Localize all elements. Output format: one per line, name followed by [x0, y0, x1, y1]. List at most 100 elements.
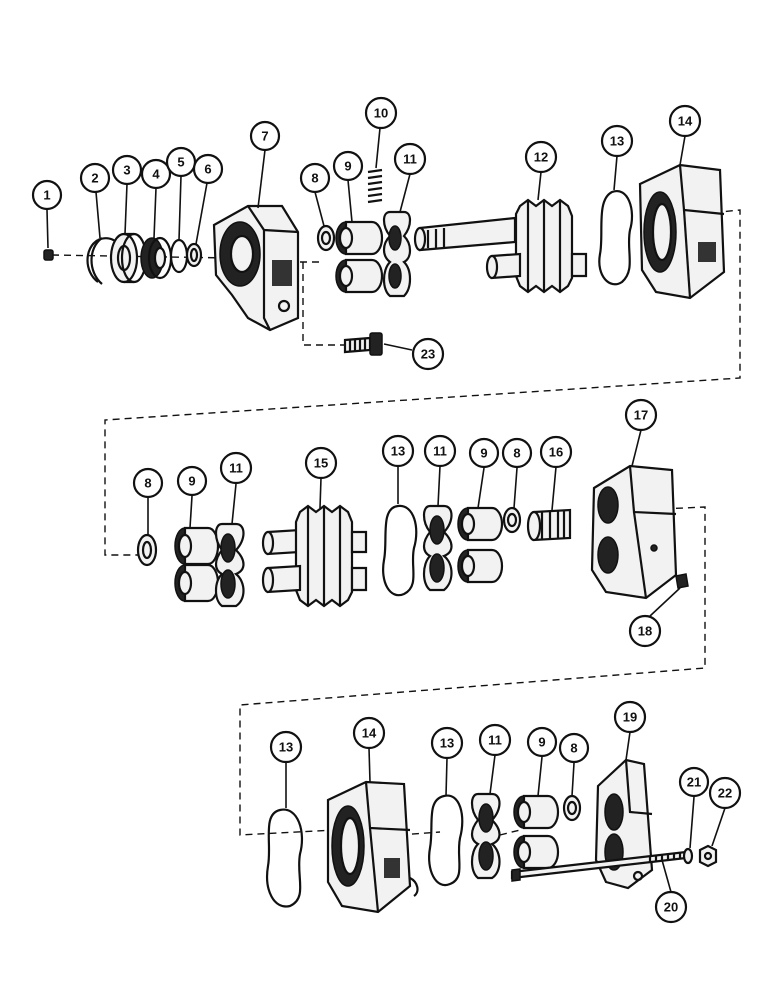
svg-text:9: 9 — [188, 474, 195, 489]
wear-plate-11c — [422, 504, 453, 592]
bolt-23 — [343, 332, 383, 356]
svg-text:18: 18 — [638, 624, 652, 639]
gasket-13c — [266, 808, 304, 908]
gasket-13d — [428, 794, 464, 887]
callout-11d: 11 — [478, 723, 512, 757]
svg-text:17: 17 — [634, 408, 648, 423]
callout-2: 2 — [79, 162, 111, 194]
bearing-3 — [109, 232, 148, 284]
wear-plate-11b — [214, 522, 245, 608]
bushings-9c — [457, 506, 504, 584]
callout-9b: 9 — [176, 465, 208, 497]
svg-text:21: 21 — [687, 775, 701, 790]
svg-text:9: 9 — [538, 735, 545, 750]
callout-12: 12 — [524, 140, 558, 174]
svg-text:14: 14 — [678, 114, 693, 129]
svg-text:11: 11 — [229, 461, 243, 476]
svg-text:7: 7 — [261, 129, 268, 144]
callout-1: 1 — [31, 179, 63, 211]
svg-text:4: 4 — [152, 167, 160, 182]
svg-text:10: 10 — [374, 106, 388, 121]
wear-plate-11a — [382, 210, 412, 298]
callout-8c: 8 — [501, 437, 533, 469]
svg-text:12: 12 — [534, 150, 548, 165]
callout-13a: 13 — [600, 124, 634, 158]
callout-16: 16 — [539, 435, 573, 469]
svg-text:13: 13 — [610, 134, 624, 149]
callout-18: 18 — [628, 614, 662, 648]
svg-text:9: 9 — [344, 159, 351, 174]
lock-washer-21 — [682, 847, 694, 865]
svg-text:8: 8 — [144, 476, 151, 491]
plug-18 — [675, 573, 689, 589]
callout-11c: 11 — [423, 434, 457, 468]
svg-text:11: 11 — [488, 733, 502, 748]
callout-9a: 9 — [332, 150, 364, 182]
bushings-9a — [335, 220, 384, 294]
top-row-parts — [43, 163, 726, 356]
svg-text:14: 14 — [362, 726, 377, 741]
callout-3: 3 — [111, 154, 143, 186]
callout-14a: 14 — [668, 104, 702, 138]
rear-cover-19 — [594, 758, 654, 890]
gear-housing-14a — [638, 163, 726, 300]
front-cover-housing — [212, 204, 300, 332]
callout-10: 10 — [364, 96, 398, 130]
callout-8a: 8 — [299, 162, 331, 194]
washer-6 — [185, 242, 203, 268]
svg-text:5: 5 — [177, 155, 184, 170]
o-ring-5 — [169, 238, 189, 274]
svg-text:23: 23 — [421, 347, 435, 362]
svg-text:2: 2 — [91, 171, 98, 186]
center-housing-17 — [590, 464, 678, 600]
spring-10 — [367, 168, 383, 204]
svg-text:13: 13 — [440, 736, 454, 751]
bushings-9d — [513, 794, 560, 870]
coupling-shaft-16 — [526, 508, 572, 542]
svg-text:16: 16 — [549, 445, 563, 460]
callout-15: 15 — [304, 446, 338, 480]
callout-14b: 14 — [352, 716, 386, 750]
callout-19: 19 — [613, 700, 647, 734]
callout-9d: 9 — [526, 726, 558, 758]
svg-text:22: 22 — [718, 786, 732, 801]
callout-7: 7 — [249, 120, 281, 152]
nut-22 — [698, 844, 718, 868]
svg-text:13: 13 — [279, 740, 293, 755]
callout-6: 6 — [192, 153, 224, 185]
callout-11a: 11 — [393, 142, 427, 176]
shaft-seal — [140, 236, 173, 280]
idler-gear-15 — [261, 504, 368, 608]
callout-13b: 13 — [381, 434, 415, 468]
thrust-washer-8d — [562, 794, 582, 822]
svg-text:9: 9 — [480, 446, 487, 461]
svg-text:13: 13 — [391, 444, 405, 459]
callout-4: 4 — [140, 158, 172, 190]
gear-housing-14b — [326, 780, 419, 914]
bottom-row-parts — [266, 758, 718, 914]
callout-5: 5 — [165, 146, 197, 178]
wear-plate-11e — [470, 792, 501, 880]
svg-text:19: 19 — [623, 710, 637, 725]
svg-text:11: 11 — [433, 444, 447, 459]
svg-text:8: 8 — [311, 171, 318, 186]
svg-text:8: 8 — [513, 446, 520, 461]
thrust-washer-8a — [316, 224, 336, 252]
callout-13d: 13 — [430, 726, 464, 760]
callout-21: 21 — [678, 766, 710, 798]
callout-22: 22 — [708, 776, 742, 810]
svg-text:1: 1 — [43, 188, 50, 203]
bushings-9b — [174, 526, 220, 603]
callout-8b: 8 — [132, 467, 164, 499]
callout-11b: 11 — [219, 451, 253, 485]
leader-lines — [46, 127, 726, 893]
svg-text:15: 15 — [314, 456, 328, 471]
thrust-washer-8c — [502, 506, 522, 534]
svg-text:8: 8 — [570, 741, 577, 756]
callout-9c: 9 — [468, 437, 500, 469]
callout-13c: 13 — [269, 730, 303, 764]
callout-8d: 8 — [558, 732, 590, 764]
gasket-13b — [382, 504, 418, 597]
svg-text:3: 3 — [123, 163, 130, 178]
